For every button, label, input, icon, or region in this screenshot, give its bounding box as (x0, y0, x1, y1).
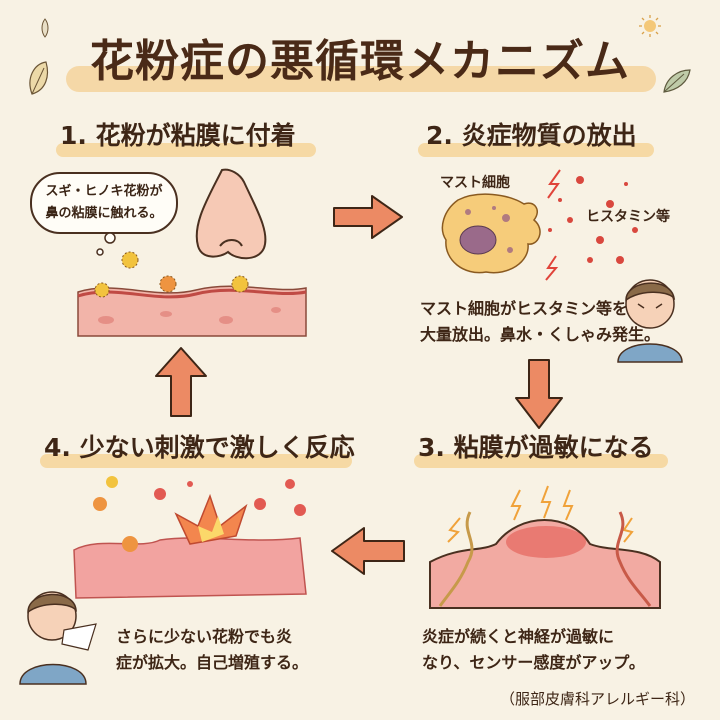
title-highlight (66, 66, 656, 92)
step-2-heading: 2. 炎症物質の放出 (426, 121, 637, 150)
thought-bubble: スギ・ヒノキ花粉が 鼻の粘膜に触れる。 (30, 172, 178, 234)
step-3-text-line-1: 炎症が続くと神経が過敏に (422, 627, 615, 646)
pollen-icon (231, 275, 249, 293)
leaf-icon-small (41, 18, 49, 38)
mast-cell-icon (441, 193, 541, 274)
leaf-icon-left (29, 61, 49, 95)
arrow-down-icon (515, 359, 563, 429)
step-4-heading: 4. 少ない刺激で激しく反応 (44, 433, 355, 462)
step-4-text-line-2: 症が拡大。自己増殖する。 (116, 653, 309, 672)
step-2-highlight (418, 143, 654, 157)
arrow-up-icon (155, 347, 207, 417)
bubble-line-1: スギ・ヒノキ花粉が (45, 184, 163, 199)
histamine-particles-icon (545, 169, 638, 281)
page-title: 花粉症の悪循環メカニズム (90, 36, 630, 87)
step-3-text-line-2: なり、センサー感度がアップ。 (422, 653, 645, 672)
step-4-text: さらに少ない花粉でも炎 症が拡大。自己増殖する。 (116, 624, 308, 676)
sun-icon (639, 15, 661, 37)
histamine-label: ヒスタミン等 (586, 209, 670, 225)
sneezing-boy-icon (617, 279, 683, 363)
explosion-reaction-icon (73, 476, 307, 599)
bubble-tail-icon (96, 232, 116, 256)
step-1-highlight (56, 143, 316, 157)
pollen-icon (94, 282, 110, 298)
step-2-text-line-1: マスト細胞がヒスタミン等を (420, 299, 629, 318)
pollen-icon (121, 251, 139, 269)
arrow-right-icon (333, 195, 403, 239)
step-2-text: マスト細胞がヒスタミン等を 大量放出。鼻水・くしゃみ発生。 (420, 296, 661, 348)
mast-cell-label: マスト細胞 (440, 175, 510, 191)
sneezing-boy-tissue-icon (19, 591, 97, 685)
arrow-left-icon (331, 527, 405, 575)
pollen-icon (159, 275, 177, 293)
leaf-icon-right (663, 69, 691, 93)
step-3-heading: 3. 粘膜が過敏になる (418, 433, 654, 462)
step-2-text-line-2: 大量放出。鼻水・くしゃみ発生。 (420, 325, 661, 344)
sensitive-mucosa-icon (429, 485, 661, 609)
mucosa-layer-icon (77, 285, 307, 337)
step-1-heading: 1. 花粉が粘膜に付着 (60, 121, 296, 150)
step-3-highlight (414, 454, 668, 468)
credit-text: （服部皮膚科アレルギー科） (500, 690, 696, 708)
step-3-text: 炎症が続くと神経が過敏に なり、センサー感度がアップ。 (422, 624, 645, 676)
nose-icon (195, 168, 267, 260)
bubble-line-2: 鼻の粘膜に触れる。 (45, 206, 163, 221)
step-4-highlight (40, 454, 352, 468)
step-4-text-line-1: さらに少ない花粉でも炎 (116, 627, 293, 646)
